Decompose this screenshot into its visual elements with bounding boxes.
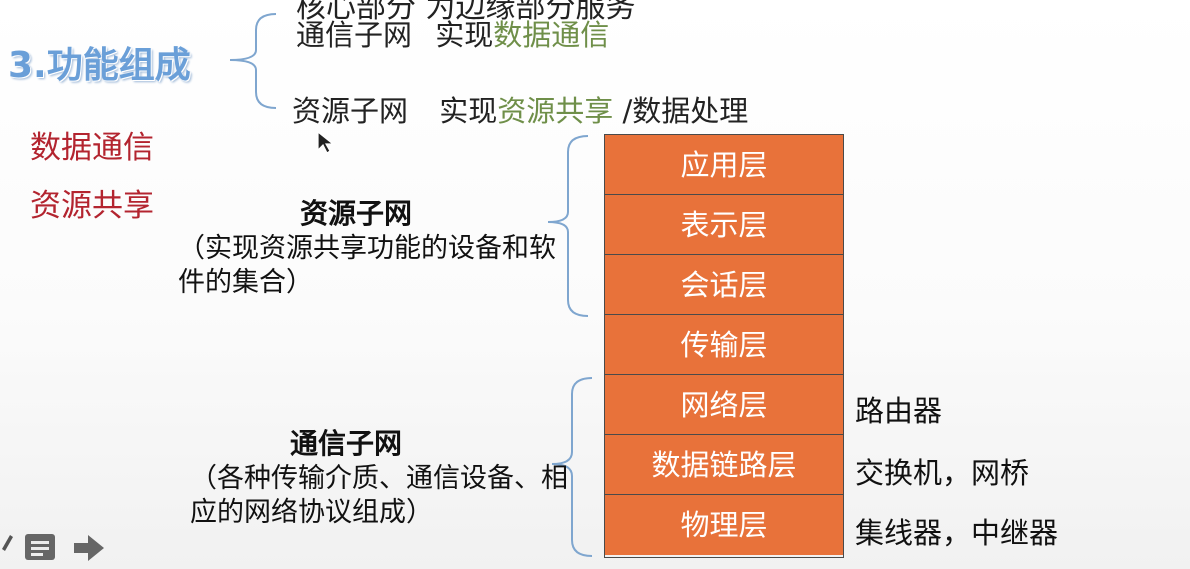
menu-icon[interactable] (24, 533, 58, 563)
side-item-resource-share: 资源共享 (30, 188, 154, 224)
pen-icon[interactable] (0, 533, 14, 553)
comm-subnet-prefix: 实现 (435, 18, 494, 52)
layer-presentation: 表示层 (605, 195, 843, 255)
layer-application: 应用层 (605, 135, 843, 195)
resource-subnet-highlight: 资源共享 (497, 94, 614, 128)
resource-subnet-prefix: 实现 (439, 94, 498, 128)
layer-session: 会话层 (605, 255, 843, 315)
comm-group-desc: （各种传输介质、通信设备、相应的网络协议组成） (190, 463, 568, 528)
comm-subnet-label: 通信子网 (296, 18, 413, 52)
section-title: 3.功能组成 (8, 45, 191, 86)
mouse-cursor-icon (317, 130, 335, 154)
layer-network: 网络层 (605, 375, 843, 435)
device-physical-layer: 集线器，中继器 (855, 516, 1059, 550)
comm-subnet-highlight: 数据通信 (493, 18, 610, 52)
top-brace (229, 13, 277, 109)
arrow-right-icon[interactable] (72, 533, 106, 563)
device-data-link-layer: 交换机，网桥 (855, 456, 1030, 490)
resource-subnet-label: 资源子网 (292, 94, 409, 128)
layer-physical: 物理层 (605, 495, 843, 555)
comm-group-title: 通信子网 (290, 427, 403, 460)
cut-off-top-text: 核心部分 为边缘部分服务 (296, 0, 636, 25)
layer-transport: 传输层 (605, 315, 843, 375)
resource-subnet-suffix: /数据处理 (622, 94, 749, 128)
resource-group-desc: （实现资源共享功能的设备和软件的集合） (178, 233, 556, 298)
resource-subnet-row: 资源子网 实现资源共享 /数据处理 (292, 88, 748, 130)
osi-layer-stack: 应用层 表示层 会话层 传输层 网络层 数据链路层 物理层 (604, 134, 844, 558)
side-item-data-comm: 数据通信 (30, 130, 154, 166)
device-network-layer: 路由器 (855, 394, 943, 428)
resource-group-title: 资源子网 (300, 197, 413, 230)
layer-data-link: 数据链路层 (605, 435, 843, 495)
comm-subnet-row: 通信子网 实现数据通信 (296, 12, 609, 54)
